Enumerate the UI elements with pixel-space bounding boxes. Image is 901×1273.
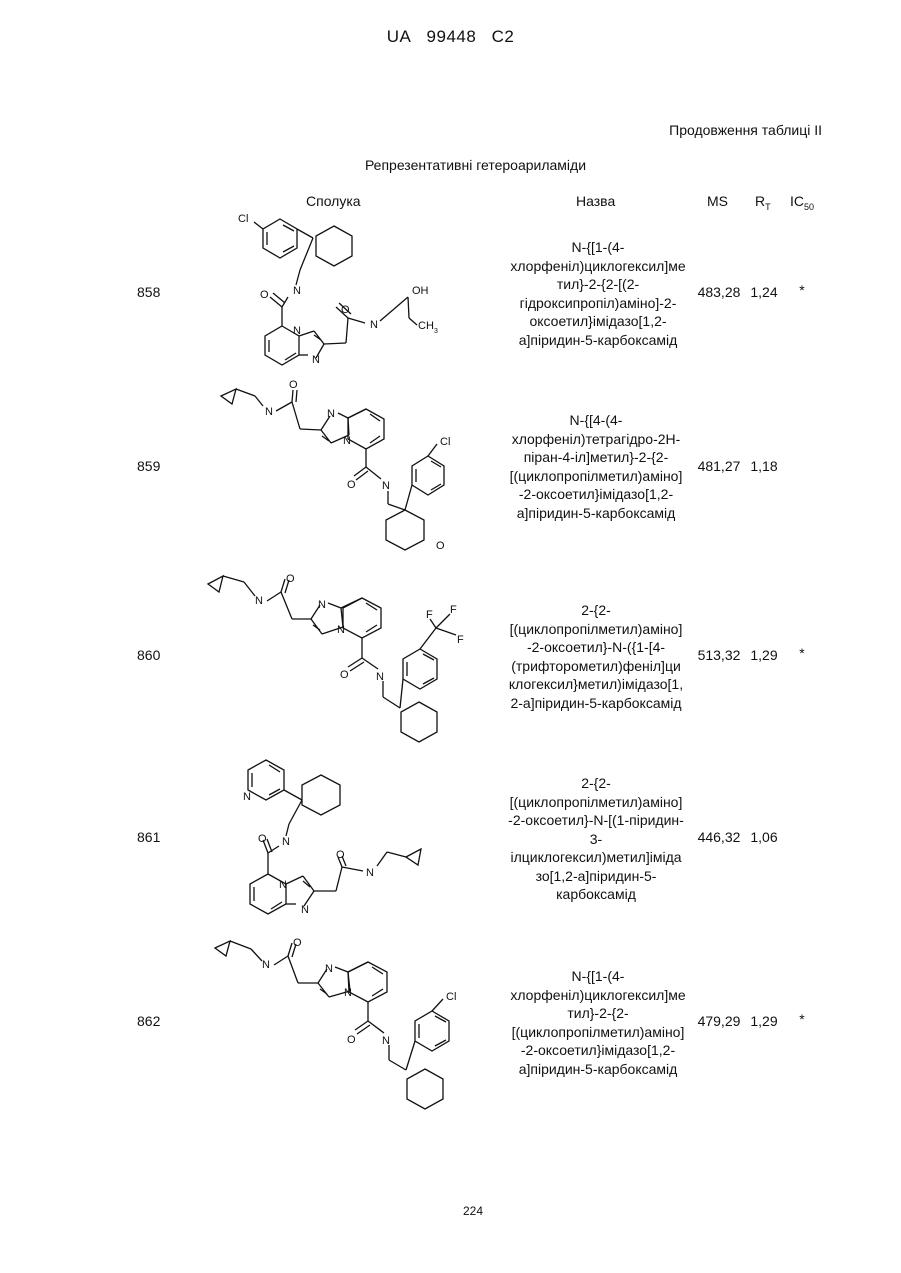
atom-label: N: [327, 408, 335, 420]
atom-label: Cl: [238, 213, 248, 225]
atom-label: N: [376, 671, 384, 683]
atom-label: N: [279, 879, 287, 891]
atom-label: N: [343, 435, 351, 447]
atom-label: N: [262, 959, 270, 971]
atom-label: O: [286, 573, 295, 585]
atom-label: N: [293, 325, 301, 337]
atom-label: CH: [418, 320, 434, 332]
atom-label: O: [336, 849, 345, 861]
atom-label: N: [370, 319, 378, 331]
atom-label: O: [293, 937, 302, 949]
atom-label: N: [318, 599, 326, 611]
atom-label: 3: [434, 328, 438, 335]
structure-860: [208, 576, 456, 742]
atom-label: O: [436, 540, 445, 552]
atom-label: O: [341, 304, 350, 316]
atom-label: OH: [412, 285, 429, 297]
atom-label: N: [255, 595, 263, 607]
atom-label: N: [312, 354, 320, 366]
structure-858: [254, 219, 417, 365]
atom-label: O: [340, 669, 349, 681]
atom-label: Cl: [440, 436, 450, 448]
atom-label: N: [337, 624, 345, 636]
atom-label: Cl: [446, 991, 456, 1003]
atom-label: O: [347, 1034, 356, 1046]
atom-label: N: [265, 406, 273, 418]
atom-label: O: [289, 379, 298, 391]
atom-label: O: [258, 833, 267, 845]
atom-label: N: [293, 285, 301, 297]
atom-label: N: [301, 904, 309, 916]
atom-label: N: [366, 867, 374, 879]
page-number: 224: [0, 1204, 901, 1218]
atom-label: F: [450, 604, 457, 616]
atom-label: F: [457, 634, 464, 646]
atom-label: N: [243, 791, 251, 803]
atom-label: O: [347, 479, 356, 491]
atom-label: N: [382, 1035, 390, 1047]
atom-label: O: [260, 289, 269, 301]
atom-label: N: [344, 987, 352, 999]
atom-label: N: [382, 480, 390, 492]
atom-label: N: [282, 836, 290, 848]
atom-label: N: [325, 963, 333, 975]
atom-label: F: [426, 609, 433, 621]
structure-861: [248, 760, 421, 914]
